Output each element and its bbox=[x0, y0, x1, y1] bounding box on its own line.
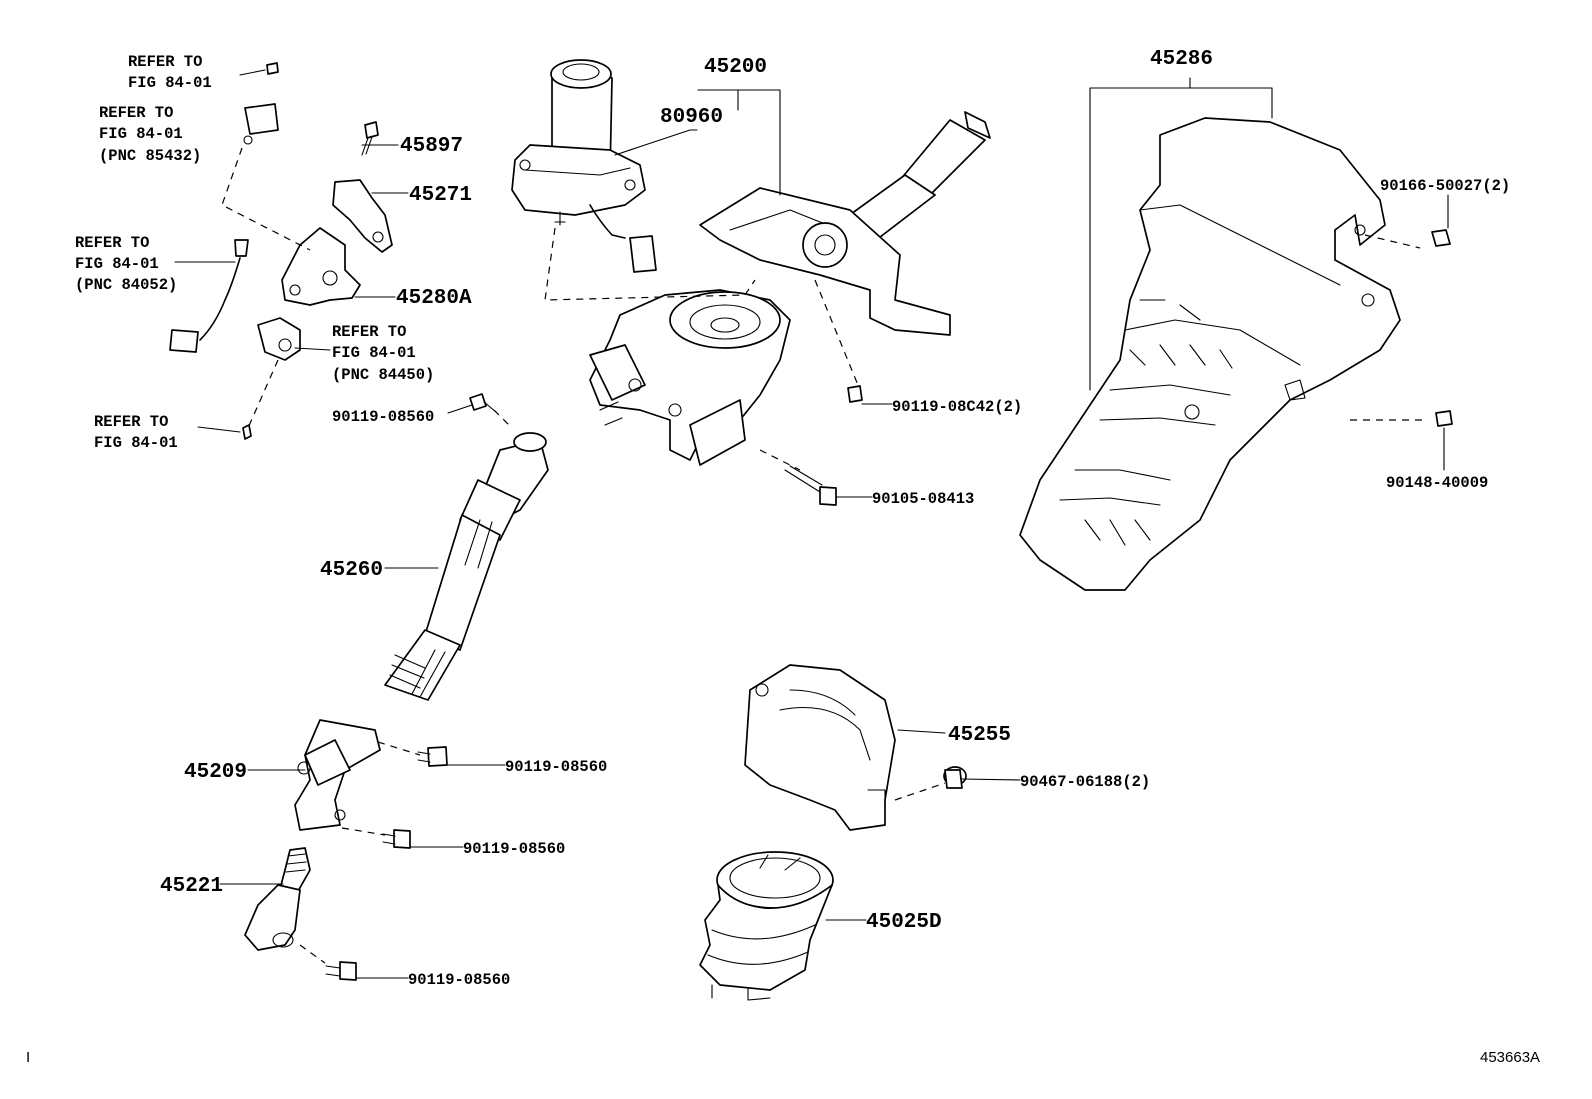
fastener-labels: 90119-08560 90119-08C42(2) 90105-08413 9… bbox=[332, 177, 1510, 989]
label-45286: 45286 bbox=[1150, 48, 1213, 71]
label-45260: 45260 bbox=[320, 559, 383, 582]
label-45280A: 45280A bbox=[396, 287, 472, 310]
column-cover-45286 bbox=[1019, 117, 1425, 591]
intermediate-shaft-45260 bbox=[384, 432, 549, 701]
refer-note-5-line-1: REFER TO bbox=[94, 413, 168, 431]
label-fastener-5: 90148-40009 bbox=[1386, 474, 1488, 492]
steering-column-assembly-45200 bbox=[511, 59, 991, 471]
refer-note-2-line-1: REFER TO bbox=[99, 104, 173, 122]
refer-note-2-line-2: FIG 84-01 bbox=[99, 125, 183, 143]
label-fastener-6: 90119-08560 bbox=[505, 758, 607, 776]
label-80960: 80960 bbox=[660, 106, 723, 129]
refer-note-5-line-2: FIG 84-01 bbox=[94, 434, 178, 452]
label-fastener-1: 90119-08560 bbox=[332, 408, 434, 426]
label-fastener-9: 90119-08560 bbox=[408, 971, 510, 989]
refer-note-1-line-1: REFER TO bbox=[128, 53, 202, 71]
figure-code: 453663A bbox=[1480, 1049, 1540, 1066]
refer-note-4-line-1: REFER TO bbox=[332, 323, 406, 341]
lower-shaft-45221 bbox=[244, 847, 326, 964]
refer-note-3-line-1: REFER TO bbox=[75, 234, 149, 252]
refer-note-3-line-2: FIG 84-01 bbox=[75, 255, 159, 273]
label-fastener-8: 90119-08560 bbox=[463, 840, 565, 858]
footer-left-mark: I bbox=[26, 1049, 30, 1066]
lower-cover-45255 bbox=[744, 664, 946, 831]
refer-note-3-line-3: (PNC 84052) bbox=[75, 276, 177, 294]
steering-boot-45025D bbox=[699, 851, 834, 1001]
label-fastener-4: 90166-50027(2) bbox=[1380, 177, 1510, 195]
refer-note-4-line-3: (PNC 84450) bbox=[332, 366, 434, 384]
label-45221: 45221 bbox=[160, 875, 223, 898]
refer-note-1-line-2: FIG 84-01 bbox=[128, 74, 212, 92]
electric-motor-80960 bbox=[511, 59, 657, 273]
label-45897: 45897 bbox=[400, 135, 463, 158]
part-labels: 45200 80960 45286 45897 45271 45280A 452… bbox=[160, 48, 1213, 934]
refer-note-4-line-2: FIG 84-01 bbox=[332, 344, 416, 362]
refer-to-notes: REFER TO FIG 84-01 REFER TO FIG 84-01 (P… bbox=[75, 53, 434, 452]
label-45200: 45200 bbox=[704, 56, 767, 79]
column-cover-parts bbox=[169, 62, 393, 440]
refer-note-2-line-3: (PNC 85432) bbox=[99, 147, 201, 165]
label-45209: 45209 bbox=[184, 761, 247, 784]
label-fastener-2: 90119-08C42(2) bbox=[892, 398, 1022, 416]
label-45271: 45271 bbox=[409, 184, 472, 207]
universal-joint-45209 bbox=[294, 719, 421, 836]
bolts bbox=[325, 229, 1453, 981]
label-fastener-7: 90467-06188(2) bbox=[1020, 773, 1150, 791]
leader-lines bbox=[174, 69, 1449, 979]
label-fastener-3: 90105-08413 bbox=[872, 490, 974, 508]
label-45025D: 45025D bbox=[866, 911, 942, 934]
label-45255: 45255 bbox=[948, 724, 1011, 747]
